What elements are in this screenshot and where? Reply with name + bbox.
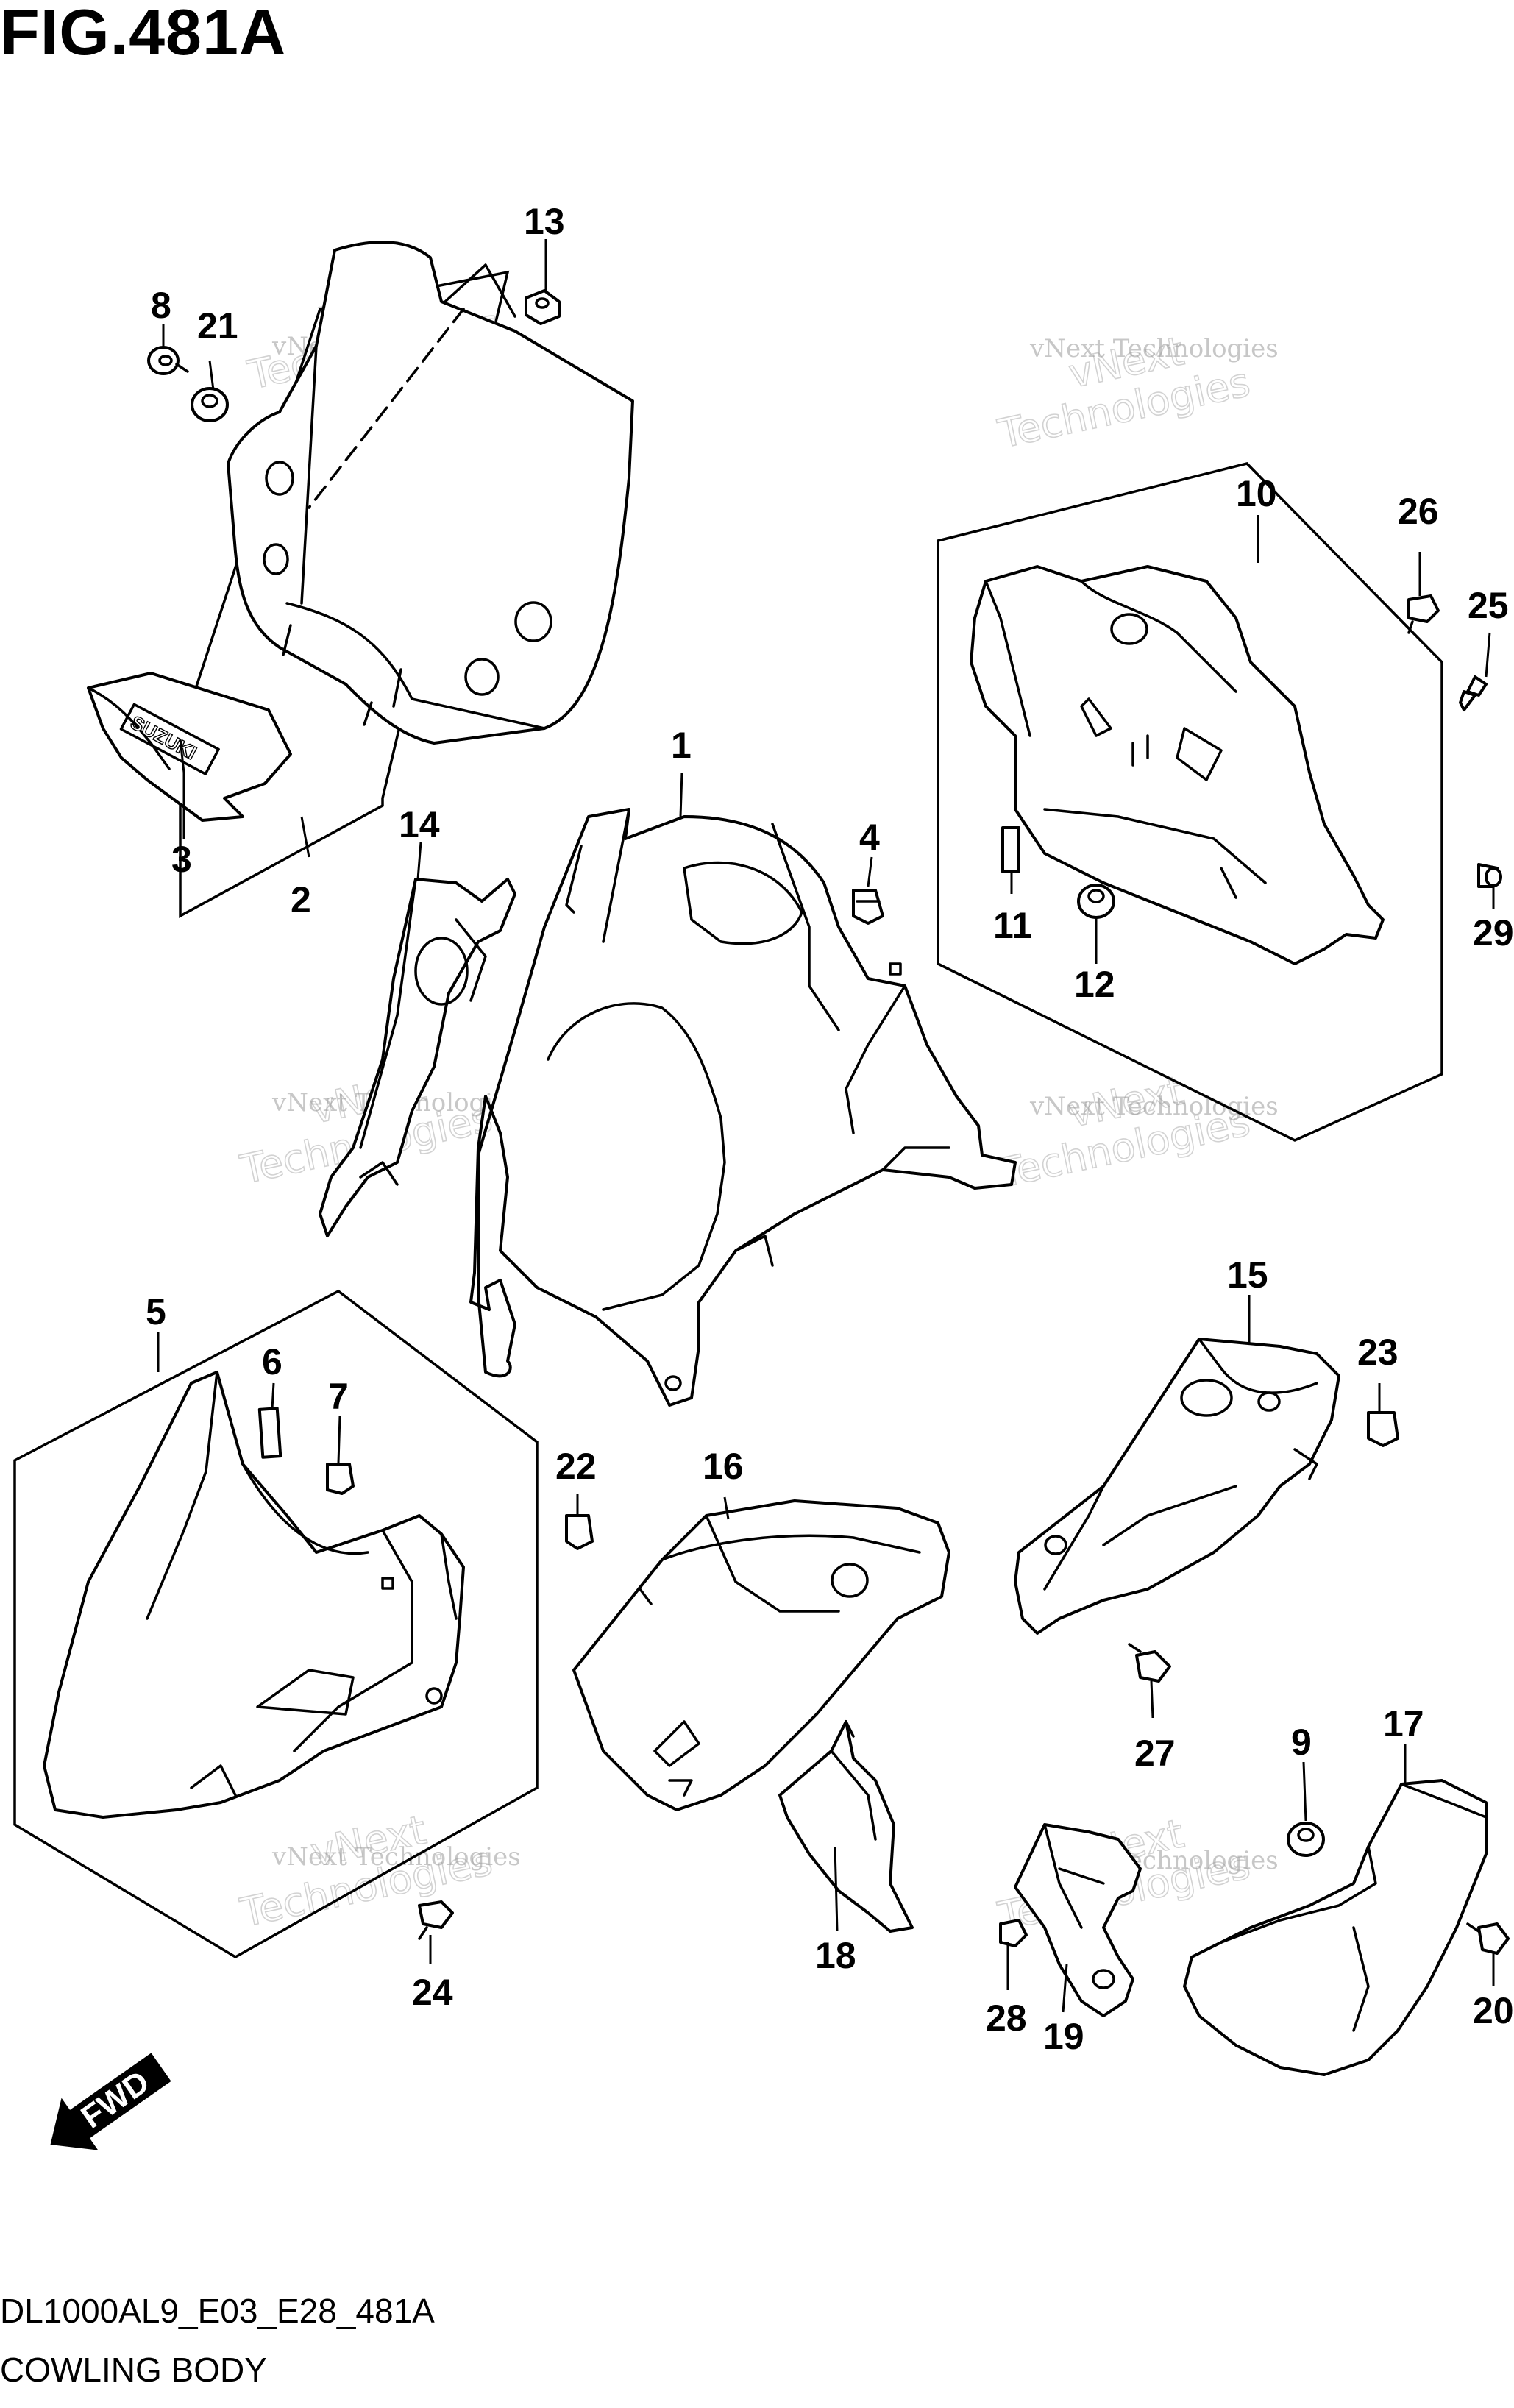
main-cowl-1[interactable]: [469, 808, 1017, 1407]
callout-8: 8: [151, 285, 171, 326]
watermark-4: Technologies vNext: [993, 1067, 1254, 1198]
clip-4[interactable]: [852, 889, 884, 925]
frame-panel-5-group: [13, 1289, 539, 1959]
inner-panel-10[interactable]: [970, 565, 1385, 965]
callout-19: 19: [1043, 2016, 1084, 2057]
callout-1: 1: [671, 725, 692, 766]
diagram-code: DL1000AL9_E03_E28_481A: [0, 2292, 435, 2330]
side-panel-16[interactable]: [572, 1499, 950, 1811]
callout-29: 29: [1473, 912, 1514, 953]
screw-8[interactable]: [147, 346, 189, 375]
deflector-18[interactable]: [778, 1720, 914, 1933]
grommet-9[interactable]: [1287, 1822, 1325, 1857]
callout-27: 27: [1134, 1733, 1176, 1774]
screw-24[interactable]: [418, 1900, 454, 1940]
callout-26: 26: [1398, 491, 1439, 532]
screw-26[interactable]: [1407, 594, 1440, 634]
callout-11: 11: [993, 905, 1032, 946]
callout-25: 25: [1468, 585, 1509, 626]
callouts: 1 2 3 4 5 6 7 8 9 10 11 12 13 14 15 16 1…: [146, 201, 1514, 2057]
svg-text:vNext Technologies: vNext Technologies: [1029, 1092, 1279, 1121]
callout-24: 24: [412, 1972, 453, 2013]
cover-17[interactable]: [1183, 1779, 1488, 2076]
grommet-12[interactable]: [1077, 884, 1115, 919]
screw-28[interactable]: [999, 1919, 1028, 1947]
callout-9: 9: [1291, 1722, 1312, 1763]
frame-panel-10-group: [937, 462, 1443, 1142]
callout-12: 12: [1074, 964, 1115, 1005]
clip-22[interactable]: [565, 1514, 594, 1550]
callout-15: 15: [1227, 1254, 1268, 1296]
windscreen[interactable]: [227, 241, 634, 745]
callout-4: 4: [859, 817, 880, 858]
bolt-25[interactable]: [1459, 675, 1488, 711]
washer-21[interactable]: [191, 387, 229, 422]
panel-15[interactable]: [1014, 1338, 1340, 1635]
callout-28: 28: [986, 1997, 1027, 2039]
callout-16: 16: [703, 1446, 744, 1487]
callout-21: 21: [197, 305, 238, 347]
bracket-19[interactable]: [1014, 1823, 1142, 2017]
svg-text:vNext Technologies: vNext Technologies: [1029, 334, 1279, 363]
callout-6: 6: [262, 1341, 282, 1382]
label-11[interactable]: [1001, 826, 1020, 873]
callout-5: 5: [146, 1291, 166, 1332]
callout-2: 2: [291, 879, 311, 920]
lower-cowl-5[interactable]: [43, 1371, 465, 1819]
callout-3: 3: [171, 839, 192, 880]
label-6[interactable]: [257, 1407, 282, 1459]
callout-13: 13: [524, 201, 565, 242]
leader-lines: [157, 239, 1495, 2013]
diagram-caption: COWLING BODY: [0, 2351, 267, 2389]
callout-14: 14: [399, 804, 440, 845]
bracket-14[interactable]: [319, 878, 516, 1237]
callout-23: 23: [1357, 1332, 1399, 1373]
callout-10: 10: [1236, 473, 1277, 514]
nut-13[interactable]: [525, 289, 561, 325]
suzuki-emblem-panel[interactable]: SUZUKI: [87, 672, 292, 822]
callout-18: 18: [815, 1935, 856, 1976]
callout-17: 17: [1383, 1703, 1424, 1744]
figure-title: FIG.481A: [0, 0, 287, 68]
rivet-29[interactable]: [1477, 863, 1502, 888]
screw-27[interactable]: [1128, 1643, 1171, 1683]
callout-20: 20: [1473, 1990, 1514, 2031]
callout-22: 22: [555, 1446, 597, 1487]
clip-7[interactable]: [326, 1463, 355, 1495]
fwd-arrow-icon: FWD: [50, 2053, 171, 2150]
clip-23[interactable]: [1367, 1411, 1399, 1447]
screw-20[interactable]: [1466, 1922, 1510, 1955]
callout-7: 7: [328, 1376, 349, 1417]
